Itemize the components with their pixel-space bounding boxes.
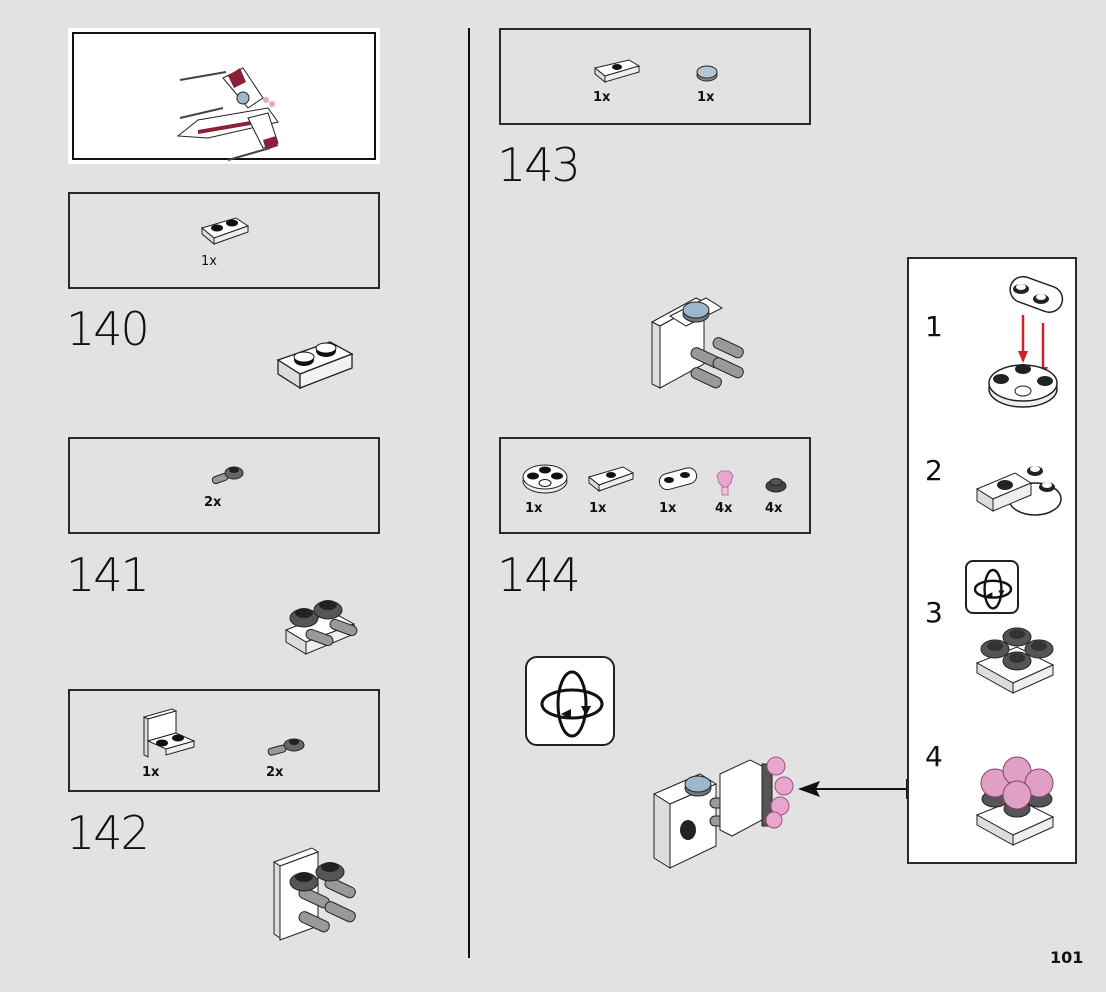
x-wing-model-image — [176, 67, 279, 161]
arrow-left-icon — [798, 779, 908, 799]
part-qty: 1x — [589, 501, 607, 516]
step-143-assembly-image — [650, 297, 744, 389]
substep-number: 1 — [925, 310, 943, 343]
step-141-assembly-image — [284, 600, 358, 655]
substep-number: 4 — [925, 740, 943, 773]
part-bar-holder-icon — [267, 738, 305, 756]
parts-callout-step-144: 1x 1x 1x 4x 4x — [499, 437, 811, 534]
model-overview-frame — [68, 28, 380, 164]
substep-number: 2 — [925, 454, 943, 487]
substep-4-image — [975, 756, 1055, 846]
part-qty: 1x — [659, 501, 677, 516]
part-plate-1x2-icon — [200, 217, 250, 246]
part-rounded-plate-1x2-icon — [658, 467, 698, 491]
part-qty: 1x — [593, 90, 611, 105]
sub-assembly-panel: 1 2 3 4 — [907, 257, 1077, 864]
part-bracket-icon — [142, 708, 196, 758]
parts-callout-step-141: 2x — [68, 437, 380, 534]
page-number: 101 — [1050, 948, 1084, 967]
part-qty: 1x — [201, 254, 217, 269]
parts-callout-step-140: 1x — [68, 192, 380, 289]
part-dark-round-plate-icon — [765, 478, 787, 493]
part-round-plate-2x2-icon — [522, 464, 568, 494]
part-pink-diamond-icon — [716, 470, 734, 496]
substep-1-image — [988, 275, 1064, 408]
part-jumper-plate-icon — [587, 466, 635, 493]
parts-callout-step-142: 1x 2x — [68, 689, 380, 792]
substep-2-image — [975, 466, 1062, 516]
part-jumper-plate-icon — [593, 59, 641, 84]
substep-3-image — [975, 627, 1055, 694]
step-144-assembly-image — [652, 756, 794, 869]
step-142-assembly-image — [272, 847, 356, 941]
rotate-model-icon — [525, 656, 615, 746]
step-number: 144 — [497, 548, 581, 602]
part-qty: 4x — [715, 501, 733, 516]
part-qty: 1x — [525, 501, 543, 516]
part-qty: 1x — [697, 90, 715, 105]
part-qty: 2x — [266, 765, 284, 780]
step-number: 140 — [66, 302, 150, 356]
part-qty: 2x — [204, 495, 222, 510]
step-number: 142 — [66, 806, 150, 860]
step-number: 143 — [497, 138, 581, 192]
part-round-tile-icon — [696, 65, 718, 82]
part-qty: 1x — [142, 765, 160, 780]
column-divider — [468, 28, 470, 958]
step-number: 141 — [66, 548, 150, 602]
rotate-model-icon-small — [965, 560, 1019, 614]
parts-callout-step-143: 1x 1x — [499, 28, 811, 125]
part-qty: 4x — [765, 501, 783, 516]
step-140-assembly-image — [276, 341, 354, 390]
substep-number: 3 — [925, 596, 943, 629]
part-bar-holder-icon — [211, 466, 244, 485]
